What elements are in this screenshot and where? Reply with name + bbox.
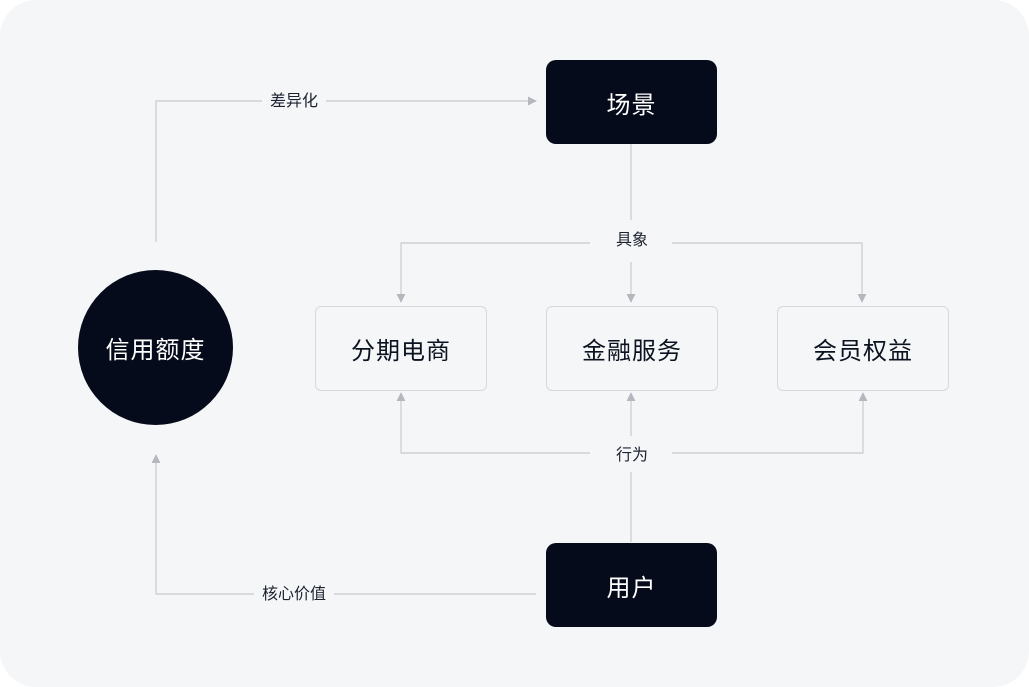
node-user: 用户 bbox=[546, 543, 717, 627]
node-installment-ecommerce-label: 分期电商 bbox=[351, 337, 451, 365]
edge-label-behavior: 行为 bbox=[607, 444, 657, 466]
node-scene: 场景 bbox=[546, 60, 717, 144]
node-scene-label: 场景 bbox=[606, 90, 657, 119]
node-member-benefits-label: 会员权益 bbox=[813, 337, 913, 365]
node-installment-ecommerce: 分期电商 bbox=[315, 306, 487, 391]
edge-behavior-left bbox=[396, 392, 590, 454]
node-financial-services: 金融服务 bbox=[546, 306, 718, 391]
edge-label-core-value: 核心价值 bbox=[253, 583, 335, 605]
edge-behavior-right bbox=[672, 392, 868, 454]
node-financial-services-label: 金融服务 bbox=[582, 337, 682, 365]
node-credit-limit: 信用额度 bbox=[78, 270, 233, 425]
edge-label-concretize: 具象 bbox=[607, 229, 657, 251]
node-user-label: 用户 bbox=[606, 573, 657, 602]
node-member-benefits: 会员权益 bbox=[777, 306, 949, 391]
edge-concretize-right bbox=[672, 242, 867, 303]
edge-concretize-left bbox=[396, 242, 590, 303]
edge-user-to-credit bbox=[151, 454, 536, 595]
node-credit-limit-label: 信用额度 bbox=[105, 336, 206, 364]
edge-label-differentiation: 差异化 bbox=[261, 90, 327, 112]
edge-credit-to-scene bbox=[155, 96, 537, 242]
